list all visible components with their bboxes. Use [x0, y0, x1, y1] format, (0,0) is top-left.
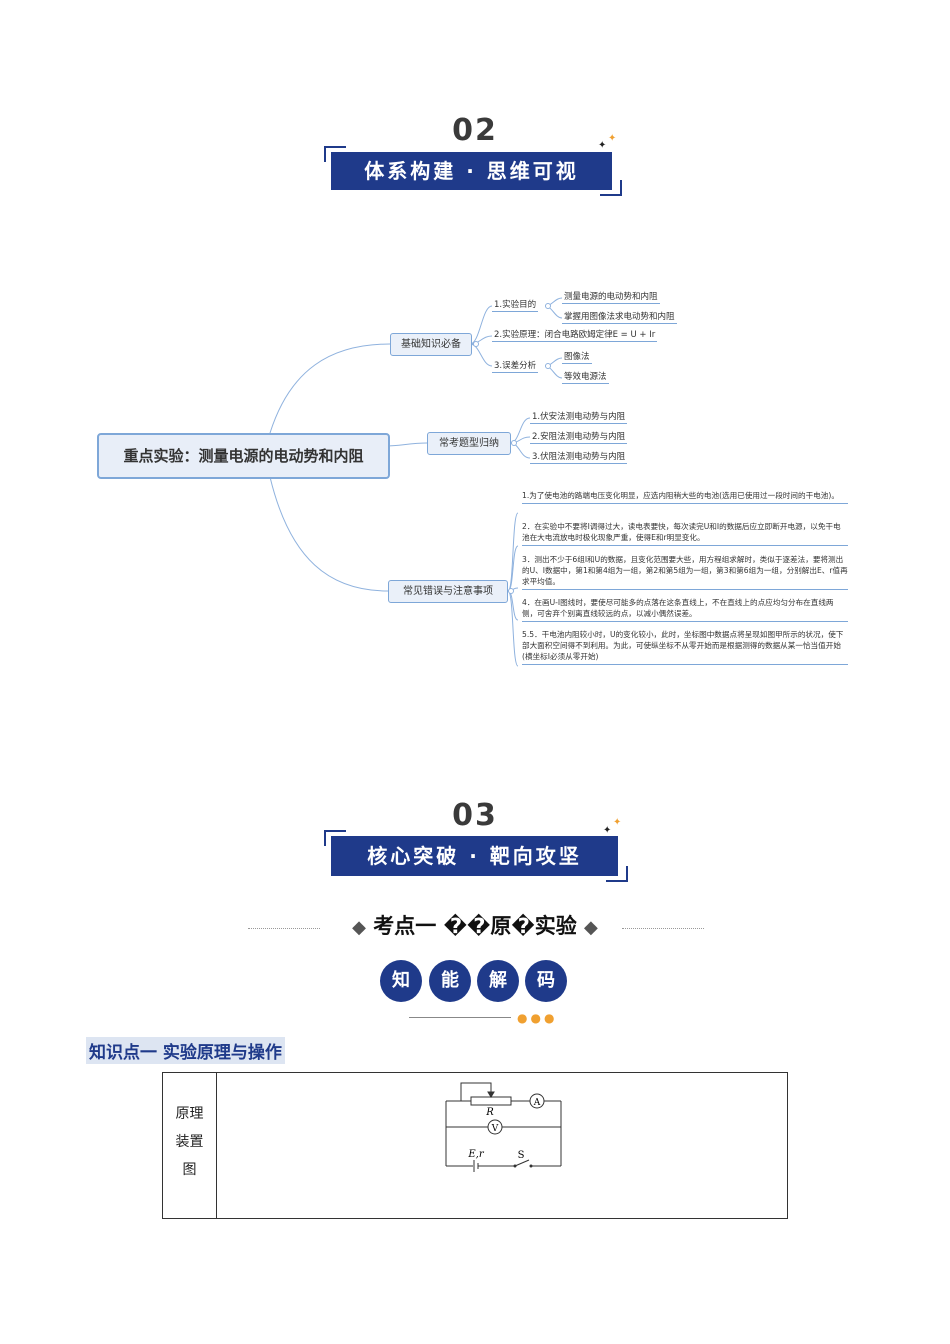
label-Er: E,r [467, 1149, 484, 1160]
ammeter-label: A [533, 1098, 541, 1108]
mindmap-branch: 常考题型归纳 [427, 432, 511, 455]
bracket-corner [324, 830, 346, 846]
mindmap-subitem: 3.误差分析 [492, 361, 539, 373]
section-number: 03 [452, 798, 498, 833]
mindmap-leaf: 掌握用图像法求电动势和内阻 [562, 312, 677, 324]
table-label-line: 原理 [175, 1106, 204, 1122]
mindmap-subitem: 2.实验原理：闭合电路欧姆定律E = U + Ir [492, 330, 658, 342]
kaodian-heading: ◆ 考点一 ��原�实验 ◆ [330, 910, 620, 940]
mindmap-branch: 常见错误与注意事项 [388, 580, 508, 603]
badge-jie: 解 [477, 960, 519, 1002]
diamond-icon: ◆ [584, 917, 598, 938]
kaodian-title: 考点一 ��原�实验 [373, 914, 577, 938]
section-number: 02 [452, 113, 498, 148]
divider-line [248, 928, 320, 929]
circuit-diagram: R A V E,r S [445, 1082, 562, 1172]
principle-table: 原理 装置 图 [162, 1072, 788, 1219]
badge-zhi: 知 [380, 960, 422, 1002]
mindmap-root: 重点实验：测量电源的电动势和内阻 [97, 433, 390, 479]
section-title: 核心突破 · 靶向攻坚 [331, 836, 618, 876]
mindmap-note: 2．在实验中不要将I调得过大，读电表要快，每次读完U和I的数据后应立即断开电源，… [522, 521, 848, 546]
mindmap-leaf: 图像法 [562, 352, 592, 364]
bracket-corner [600, 180, 622, 196]
mindmap-leaf: 测量电源的电动势和内阻 [562, 292, 660, 304]
sparkle-icon: ✦ [608, 133, 617, 144]
label-S: S [518, 1150, 525, 1161]
badge-ma: 码 [525, 960, 567, 1002]
mindmap-subitem: 1.实验目的 [492, 300, 539, 312]
mindmap-leaf: 1.伏安法测电动势与内阻 [530, 412, 628, 424]
dots-decoration: ●●● [517, 1011, 558, 1025]
sparkle-icon: ✦ [598, 140, 607, 151]
section-title: 体系构建 · 思维可视 [331, 152, 612, 190]
divider-line [622, 928, 704, 929]
mindmap-leaf: 3.伏阻法测电动势与内阻 [530, 452, 628, 464]
sparkle-icon: ✦ [613, 817, 622, 828]
diamond-icon: ◆ [352, 917, 366, 938]
mindmap-note: 1.为了使电池的路端电压变化明显，应选内阻稍大些的电池(选用已使用过一段时间的干… [522, 490, 848, 504]
label-R: R [485, 1107, 494, 1118]
badge-neng: 能 [429, 960, 471, 1002]
mindmap-note: 3．测出不少于6组I和U的数据，且变化范围要大些，用方程组求解时，类似于逐差法，… [522, 554, 848, 590]
mindmap-branch: 基础知识必备 [390, 333, 472, 356]
mindmap-note: 5.5．干电池内阻较小时，U的变化较小，此时，坐标图中数据点将呈现如图甲所示的状… [522, 629, 848, 665]
mindmap-leaf: 等效电源法 [562, 372, 609, 384]
sparkle-icon: ✦ [603, 825, 612, 836]
mindmap-connectors [269, 297, 563, 667]
mindmap-note: 4．在画U-I图线时，要使尽可能多的点落在这条直线上，不在直线上的点应均匀分布在… [522, 597, 848, 622]
bracket-corner [324, 146, 346, 162]
voltmeter-label: V [491, 1124, 499, 1134]
table-label-line: 图 [182, 1162, 197, 1178]
mindmap-leaf: 2.安阻法测电动势与内阻 [530, 432, 628, 444]
knowledge-point-title: 知识点一 实验原理与操作 [86, 1037, 285, 1064]
table-label-cell: 原理 装置 图 [163, 1073, 217, 1218]
bracket-corner [606, 866, 628, 882]
divider-line [409, 1017, 511, 1018]
table-label-line: 装置 [175, 1134, 204, 1150]
